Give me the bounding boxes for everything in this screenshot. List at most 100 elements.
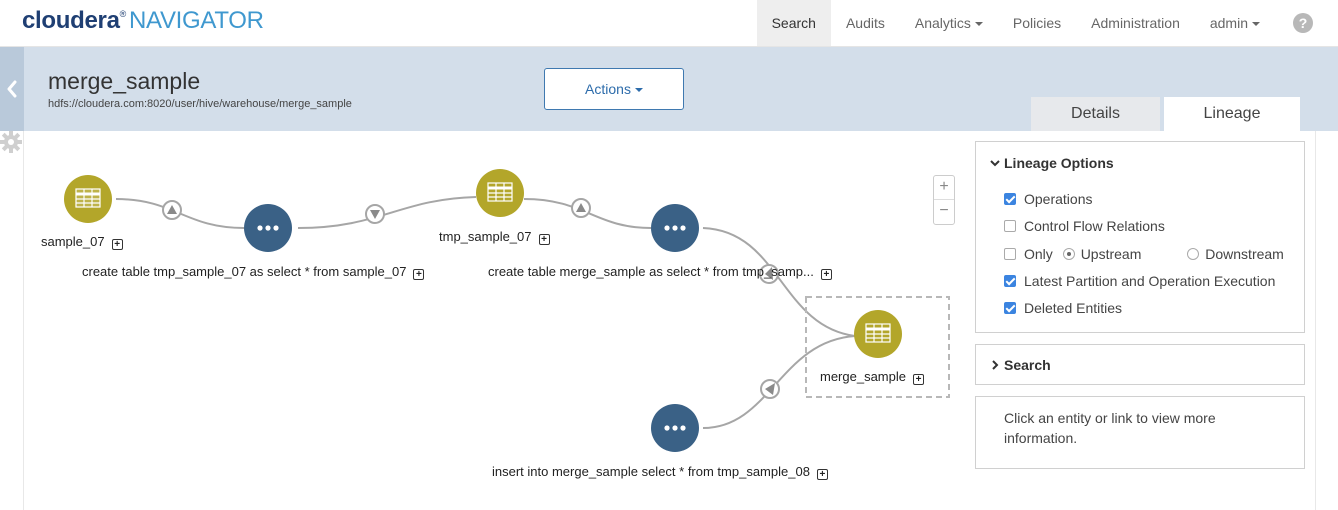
entity-path: hdfs://cloudera.com:8020/user/hive/wareh… [48, 98, 352, 110]
latest-partition-checkbox[interactable] [1004, 275, 1016, 287]
option-label: Control Flow Relations [1024, 218, 1165, 234]
lineage-options-header[interactable]: Lineage Options [990, 155, 1114, 171]
expand-plus-icon[interactable]: + [538, 234, 550, 245]
expand-plus-icon[interactable]: + [820, 269, 832, 280]
option-direction: Only Upstream Downstream [1004, 246, 1284, 262]
table-label-merge_sample[interactable]: merge_sample + [820, 369, 924, 385]
option-label: Downstream [1205, 246, 1284, 262]
actions-label: Actions [585, 81, 631, 97]
option-latest-partition[interactable]: Latest Partition and Operation Execution [1004, 273, 1275, 289]
caret-down-icon [634, 88, 643, 93]
operation-node-op1[interactable] [244, 204, 292, 252]
caret-down-icon [974, 22, 983, 27]
nav-audits-label: Audits [845, 15, 885, 31]
top-navbar: cloudera®NAVIGATOR Search Audits Analyti… [0, 0, 1338, 47]
operation-label-op2[interactable]: create table merge_sample as select * fr… [488, 264, 832, 280]
edge-tmp07-op2 [523, 198, 652, 229]
nav-analytics[interactable]: Analytics [900, 0, 998, 46]
operation-label-op3[interactable]: insert into merge_sample select * from t… [492, 464, 828, 480]
nav-user-label: admin [1209, 15, 1248, 31]
expand-plus-icon[interactable]: + [111, 239, 123, 250]
operation-node-op3[interactable] [651, 404, 699, 452]
table-name: tmp_sample_07 [439, 229, 532, 244]
option-label: Operations [1024, 191, 1093, 207]
nav-menu: Search Audits Analytics Policies Adminis… [756, 0, 1338, 46]
gear-icon[interactable] [0, 131, 22, 153]
zoom-control: + − [933, 175, 955, 225]
operations-checkbox[interactable] [1004, 193, 1016, 205]
table-name: merge_sample [820, 369, 906, 384]
option-deleted-entities[interactable]: Deleted Entities [1004, 300, 1122, 316]
nav-user-menu[interactable]: admin [1195, 0, 1275, 46]
tab-lineage-label: Lineage [1203, 105, 1261, 122]
expand-plus-icon[interactable]: + [913, 374, 924, 385]
search-panel-header[interactable]: Search [990, 357, 1051, 373]
zoom-out-button[interactable]: − [939, 202, 949, 219]
tab-lineage[interactable]: Lineage [1164, 97, 1300, 131]
more-dots-icon [664, 225, 686, 231]
edge-op1-tmp07 [297, 196, 477, 229]
arrow-up-icon [167, 205, 177, 214]
info-message: Click an entity or link to view more inf… [1004, 410, 1216, 446]
table-name: sample_07 [41, 234, 105, 249]
entity-header: merge_sample hdfs://cloudera.com:8020/us… [0, 47, 1338, 131]
logo-brand-text: cloudera [22, 7, 120, 34]
search-panel-title: Search [1004, 357, 1051, 373]
nav-search[interactable]: Search [756, 0, 831, 46]
entity-info-panel: Click an entity or link to view more inf… [975, 396, 1305, 469]
lineage-graph-canvas [64, 169, 950, 452]
tab-details-label: Details [1071, 105, 1120, 122]
chevron-right-icon [992, 360, 999, 370]
operation-text: create table tmp_sample_07 as select * f… [82, 264, 407, 279]
chevron-down-icon [990, 160, 1000, 167]
option-control-flow[interactable]: Control Flow Relations [1004, 218, 1165, 234]
option-operations[interactable]: Operations [1004, 191, 1092, 207]
option-label: Deleted Entities [1024, 300, 1123, 316]
arrow-icon [765, 383, 775, 395]
logo-registered-mark: ® [119, 9, 127, 19]
upstream-radio[interactable] [1062, 248, 1075, 260]
table-icon [865, 323, 891, 343]
expand-plus-icon[interactable]: + [816, 469, 828, 480]
entity-title: merge_sample [48, 68, 201, 94]
arrow-icon [765, 267, 773, 280]
chevron-left-icon [7, 80, 17, 98]
tab-details[interactable]: Details [1031, 97, 1160, 131]
nav-analytics-label: Analytics [914, 15, 971, 31]
deleted-entities-checkbox[interactable] [1004, 302, 1016, 314]
more-dots-icon [257, 225, 279, 231]
nav-policies[interactable]: Policies [998, 0, 1076, 46]
table-label-tmp_sample_07[interactable]: tmp_sample_07 + [439, 229, 550, 245]
operation-node-op2[interactable] [651, 204, 699, 252]
table-icon [75, 188, 101, 208]
collapse-sidebar-button[interactable] [0, 47, 24, 131]
lineage-graph[interactable]: sample_07 + tmp_sample_07 + merge_sample + … [0, 131, 965, 510]
search-panel: Search [975, 344, 1305, 385]
table-icon [487, 182, 513, 202]
lineage-options-title: Lineage Options [1004, 155, 1114, 171]
nav-administration[interactable]: Administration [1076, 0, 1195, 46]
table-node-merge_sample[interactable] [854, 310, 902, 358]
selected-node-box [805, 296, 950, 398]
only-checkbox[interactable] [1004, 248, 1016, 260]
zoom-in-button[interactable]: + [934, 176, 954, 200]
operation-label-op1[interactable]: create table tmp_sample_07 as select * f… [82, 264, 425, 280]
operation-text: insert into merge_sample select * from t… [492, 464, 810, 479]
edge-op2-merge [702, 227, 856, 337]
control-flow-checkbox[interactable] [1004, 220, 1016, 232]
nav-policies-label: Policies [1012, 15, 1062, 31]
help-icon[interactable]: ? [1293, 13, 1313, 33]
actions-dropdown-button[interactable]: Actions [544, 68, 684, 110]
option-label: Only [1024, 246, 1053, 262]
operation-text: create table merge_sample as select * fr… [488, 264, 814, 279]
table-label-sample_07[interactable]: sample_07 + [41, 234, 123, 250]
more-dots-icon [664, 425, 686, 431]
nav-search-label: Search [771, 15, 816, 31]
downstream-radio[interactable] [1187, 248, 1200, 260]
nav-audits[interactable]: Audits [831, 0, 900, 46]
table-node-sample_07[interactable] [64, 175, 112, 223]
cloudera-navigator-logo[interactable]: cloudera®NAVIGATOR [22, 7, 264, 35]
table-node-tmp_sample_07[interactable] [476, 169, 524, 217]
expand-plus-icon[interactable]: + [413, 269, 425, 280]
option-label: Latest Partition and Operation Execution [1024, 273, 1276, 289]
